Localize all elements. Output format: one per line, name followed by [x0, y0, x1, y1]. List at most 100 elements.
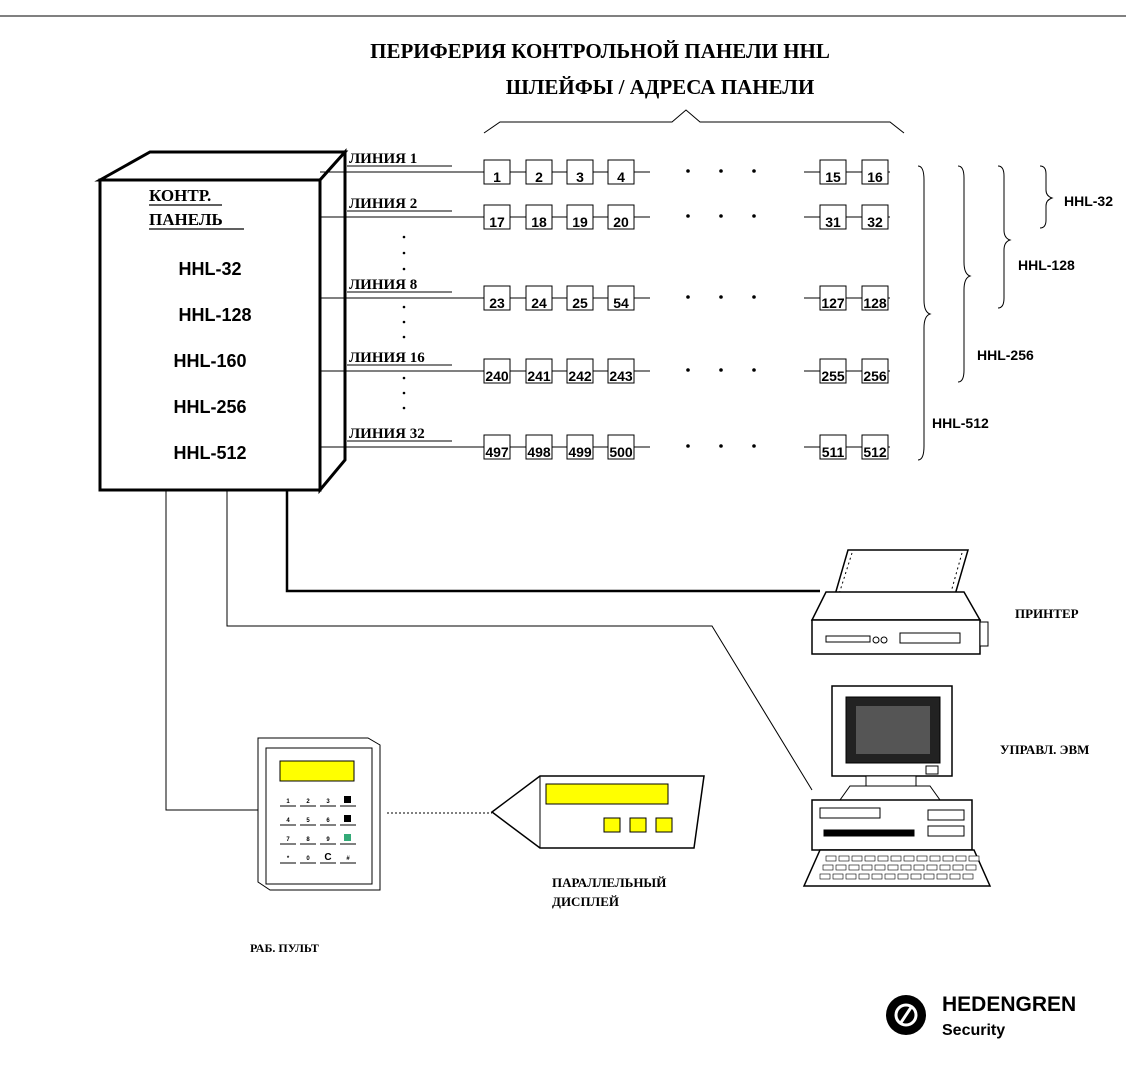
keypad-key: C [324, 852, 331, 863]
keypad-key: 0 [306, 856, 310, 862]
keypad-key: 7 [286, 837, 290, 843]
address-number: 511 [822, 444, 845, 460]
address-box [525, 204, 553, 230]
parallel-display-icon [490, 775, 705, 849]
keypad-key: # [346, 856, 350, 862]
line-label: ЛИНИЯ 2 [349, 196, 417, 212]
panel-heading-1: КОНТР. [149, 186, 211, 205]
loop-line: ЛИНИЯ 1 1 2 3 4 15 16 [320, 151, 890, 185]
panel-model-5: HHL-512 [173, 443, 246, 463]
address-number: 54 [613, 295, 629, 311]
title-line-2: ШЛЕЙФЫ / АДРЕСА ПАНЕЛИ [506, 75, 815, 99]
connection-wires [165, 490, 820, 814]
hedengren-logo: HEDENGREN Security [886, 993, 1076, 1039]
address-number: 241 [527, 368, 551, 384]
keypad-key: 8 [306, 837, 310, 843]
printer-icon [810, 549, 989, 655]
address-box [861, 434, 889, 460]
computer-label: УПРАВЛ. ЭВМ [1000, 742, 1089, 757]
panel-model-2: HHL-128 [178, 305, 251, 325]
address-box [525, 358, 553, 384]
address-number: 499 [568, 444, 592, 460]
address-number: 497 [485, 444, 509, 460]
address-box [566, 358, 594, 384]
keypad-key: 6 [326, 818, 330, 824]
line-label: ЛИНИЯ 32 [349, 426, 425, 442]
keypad-key: 2 [306, 799, 310, 805]
keypad-icon [257, 737, 381, 891]
address-number: 25 [572, 295, 588, 311]
bracket-label-1: HHL-32 [1064, 193, 1113, 209]
computer-keyboard [819, 855, 980, 880]
address-box [483, 159, 511, 185]
address-box [819, 358, 847, 384]
address-number: 31 [825, 214, 841, 230]
keypad-key-icon [344, 815, 351, 822]
address-number: 18 [531, 214, 547, 230]
address-box [483, 204, 511, 230]
bracket-label-4: HHL-512 [932, 415, 989, 431]
panel-heading-2: ПАНЕЛЬ [149, 210, 223, 229]
address-number: 128 [863, 295, 887, 311]
address-number: 17 [489, 214, 505, 230]
bracket-label-2: HHL-128 [1018, 257, 1075, 273]
address-box [607, 204, 635, 230]
address-box [566, 285, 594, 311]
panel-model-1: HHL-32 [178, 259, 241, 279]
addresses-brace [483, 109, 905, 134]
display-label-1: ПАРАЛЛЕЛЬНЫЙ [552, 875, 666, 890]
address-box [607, 285, 635, 311]
address-number: 3 [576, 169, 584, 185]
control-panel-box [94, 148, 349, 495]
address-box [819, 204, 847, 230]
address-number: 4 [617, 169, 625, 185]
address-number: 32 [867, 214, 883, 230]
printer-label: ПРИНТЕР [1015, 606, 1079, 621]
address-number: 15 [825, 169, 841, 185]
address-box [525, 159, 553, 185]
keypad-key-icon [344, 796, 351, 803]
address-box [819, 159, 847, 185]
address-number: 127 [821, 295, 845, 311]
address-box [566, 434, 594, 460]
address-number: 1 [493, 169, 501, 185]
right-braces [917, 165, 1054, 461]
keypad-key: * [287, 856, 290, 862]
logo-sub: Security [942, 1022, 1005, 1039]
address-box [525, 434, 553, 460]
address-number: 2 [535, 169, 543, 185]
address-number: 19 [572, 214, 588, 230]
logo-name: HEDENGREN [942, 993, 1076, 1016]
address-box [861, 159, 889, 185]
keypad-key: 3 [326, 799, 330, 805]
display-label-2: ДИСПЛЕЙ [552, 894, 619, 909]
line-label: ЛИНИЯ 16 [349, 350, 425, 366]
address-box [861, 358, 889, 384]
panel-model-3: HHL-160 [173, 351, 246, 371]
address-number: 23 [489, 295, 505, 311]
address-box [566, 204, 594, 230]
title-line-1: ПЕРИФЕРИЯ КОНТРОЛЬНОЙ ПАНЕЛИ HHL [370, 39, 830, 63]
address-box [819, 434, 847, 460]
address-box [861, 285, 889, 311]
keypad-key: 9 [326, 837, 330, 843]
keypad-key: 4 [286, 818, 290, 824]
line-label: ЛИНИЯ 8 [349, 277, 417, 293]
panel-model-4: HHL-256 [173, 397, 246, 417]
address-number: 16 [867, 169, 883, 185]
address-number: 24 [531, 295, 547, 311]
address-number: 512 [863, 444, 887, 460]
address-number: 240 [485, 368, 509, 384]
bracket-label-3: HHL-256 [977, 347, 1034, 363]
line-label: ЛИНИЯ 1 [349, 151, 417, 167]
keypad-label: РАБ. ПУЛЬТ [250, 941, 319, 955]
address-box [566, 159, 594, 185]
address-number: 498 [527, 444, 551, 460]
address-box [607, 434, 635, 460]
keypad-key-icon [344, 834, 351, 841]
